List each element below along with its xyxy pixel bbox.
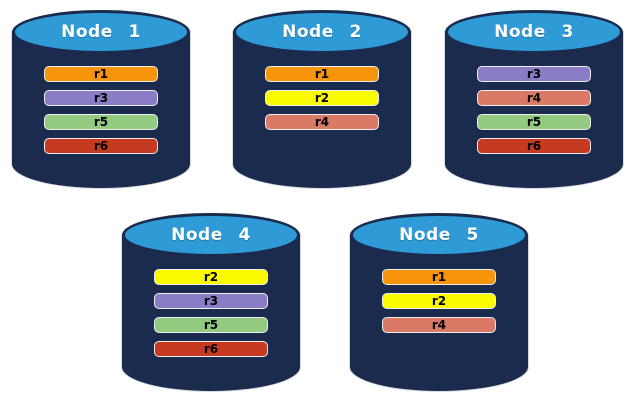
record-bar-r5: r5 <box>44 114 158 130</box>
database-node-2: Node 2 r1 r2 r4 <box>233 10 411 188</box>
record-list: r2 r3 r5 r6 <box>154 269 268 357</box>
record-bar-r5: r5 <box>154 317 268 333</box>
cylinder-top-ellipse: Node 2 <box>233 10 411 54</box>
node-label: Node 2 <box>282 22 362 42</box>
record-bar-r3: r3 <box>154 293 268 309</box>
record-bar-r6: r6 <box>44 138 158 154</box>
record-bar-r1: r1 <box>44 66 158 82</box>
record-bar-r1: r1 <box>265 66 379 82</box>
record-list: r3 r4 r5 r6 <box>477 66 591 154</box>
record-bar-r4: r4 <box>477 90 591 106</box>
record-bar-r3: r3 <box>44 90 158 106</box>
record-list: r1 r2 r4 <box>382 269 496 333</box>
record-bar-r4: r4 <box>265 114 379 130</box>
database-node-3: Node 3 r3 r4 r5 r6 <box>445 10 623 188</box>
record-bar-r2: r2 <box>154 269 268 285</box>
node-label: Node 3 <box>494 22 574 42</box>
cylinder-top-ellipse: Node 3 <box>445 10 623 54</box>
record-bar-r2: r2 <box>382 293 496 309</box>
record-list: r1 r3 r5 r6 <box>44 66 158 154</box>
cylinder-top-ellipse: Node 1 <box>12 10 190 54</box>
cylinder-top-ellipse: Node 5 <box>350 213 528 257</box>
cylinder-body <box>233 32 411 188</box>
record-bar-r2: r2 <box>265 90 379 106</box>
record-bar-r6: r6 <box>477 138 591 154</box>
record-list: r1 r2 r4 <box>265 66 379 130</box>
record-bar-r1: r1 <box>382 269 496 285</box>
cylinder-top-ellipse: Node 4 <box>122 213 300 257</box>
cylinder-body <box>122 235 300 391</box>
database-node-5: Node 5 r1 r2 r4 <box>350 213 528 391</box>
node-label: Node 5 <box>399 225 479 245</box>
record-bar-r4: r4 <box>382 317 496 333</box>
database-node-1: Node 1 r1 r3 r5 r6 <box>12 10 190 188</box>
cylinder-body <box>12 32 190 188</box>
cylinder-body <box>350 235 528 391</box>
node-label: Node 1 <box>61 22 141 42</box>
record-bar-r3: r3 <box>477 66 591 82</box>
database-node-4: Node 4 r2 r3 r5 r6 <box>122 213 300 391</box>
record-bar-r6: r6 <box>154 341 268 357</box>
node-label: Node 4 <box>171 225 251 245</box>
cylinder-body <box>445 32 623 188</box>
record-bar-r5: r5 <box>477 114 591 130</box>
